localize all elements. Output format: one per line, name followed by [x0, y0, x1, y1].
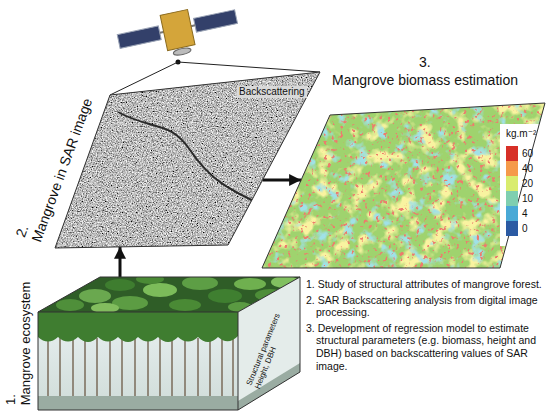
flow-arrow [263, 179, 302, 182]
legend-swatch [506, 176, 518, 191]
list-item: 3. Development of regression model to es… [306, 322, 546, 372]
node-border [262, 103, 545, 268]
tree-trunks [48, 338, 233, 397]
flow-arrow [119, 247, 122, 277]
forest-side [238, 277, 300, 410]
tree-crown [234, 278, 266, 290]
legend-value: 10 [522, 192, 533, 205]
tree-crown [169, 299, 201, 311]
step-number: 1. [3, 394, 18, 405]
biomass-map-panel: 3. Mangrove biomass estimation [250, 52, 548, 270]
canopy-side [38, 312, 238, 342]
step-number: 3. [419, 54, 431, 70]
side-label: Structural parameters Height, DBH [245, 300, 296, 390]
legend-entry: 4 [506, 206, 546, 221]
legend-swatch [506, 161, 518, 176]
block-edge [38, 312, 238, 313]
solar-panel [117, 26, 161, 48]
tree-crown [56, 299, 84, 311]
sar-channel [118, 112, 262, 205]
legend-value: 4 [522, 207, 528, 220]
ecosystem-block: 1.Mangrove ecosystem Structural parameter… [0, 272, 302, 412]
tree-crown [79, 289, 111, 303]
legend-value: 40 [522, 162, 533, 175]
tree-crown [208, 289, 242, 303]
satellite-body [160, 10, 195, 51]
legend-swatch [506, 206, 518, 221]
panel-title: Mangrove biomass estimation [332, 72, 518, 88]
legend-value: 60 [522, 147, 533, 160]
forest-block [38, 274, 300, 410]
panel-title: Mangrove in SAR image [28, 96, 95, 244]
satellite [115, 0, 241, 67]
legend-swatch [506, 146, 518, 161]
legend-entry: 40 [506, 161, 546, 176]
legend-entry: 60 [506, 146, 546, 161]
signal-label: Backscattering [237, 86, 307, 98]
legend-swatch [506, 191, 518, 206]
block-edge [238, 312, 239, 410]
tree-crown [105, 279, 135, 291]
sar-image [55, 72, 320, 248]
legend-entry: 20 [506, 176, 546, 191]
panel-title: Mangrove ecosystem [19, 281, 34, 405]
unit-label: kg.m⁻² [506, 128, 536, 139]
legend-value: 20 [522, 177, 533, 190]
forest-front [38, 312, 238, 410]
numbered-list: 1. Study of structural attributes of man… [306, 278, 546, 375]
legend-swatch [506, 221, 518, 236]
legend-entry: 10 [506, 191, 546, 206]
sky [38, 312, 238, 410]
tree-crown [136, 274, 164, 284]
node-outline [0, 272, 302, 412]
beam-line [178, 62, 320, 72]
tree-crown [143, 283, 177, 297]
legend-value: 0 [522, 222, 528, 235]
legend-entry: 0 [506, 221, 546, 236]
node-border [55, 72, 320, 248]
sar-ground [55, 72, 320, 248]
tree-crown [182, 276, 218, 290]
block-edge [238, 277, 300, 312]
sar-speckle [55, 72, 320, 248]
node-border [38, 277, 300, 410]
legend-ground [500, 124, 548, 246]
sar-image-panel: 2.Mangrove in SAR imageBackscattering [0, 68, 325, 250]
list-item: 1. Study of structural attributes of man… [306, 278, 546, 291]
solar-panel [194, 10, 238, 32]
list-item: 2. SAR Backscattering analysis from digi… [306, 294, 546, 319]
antenna-dish [173, 47, 192, 57]
water [38, 396, 238, 410]
